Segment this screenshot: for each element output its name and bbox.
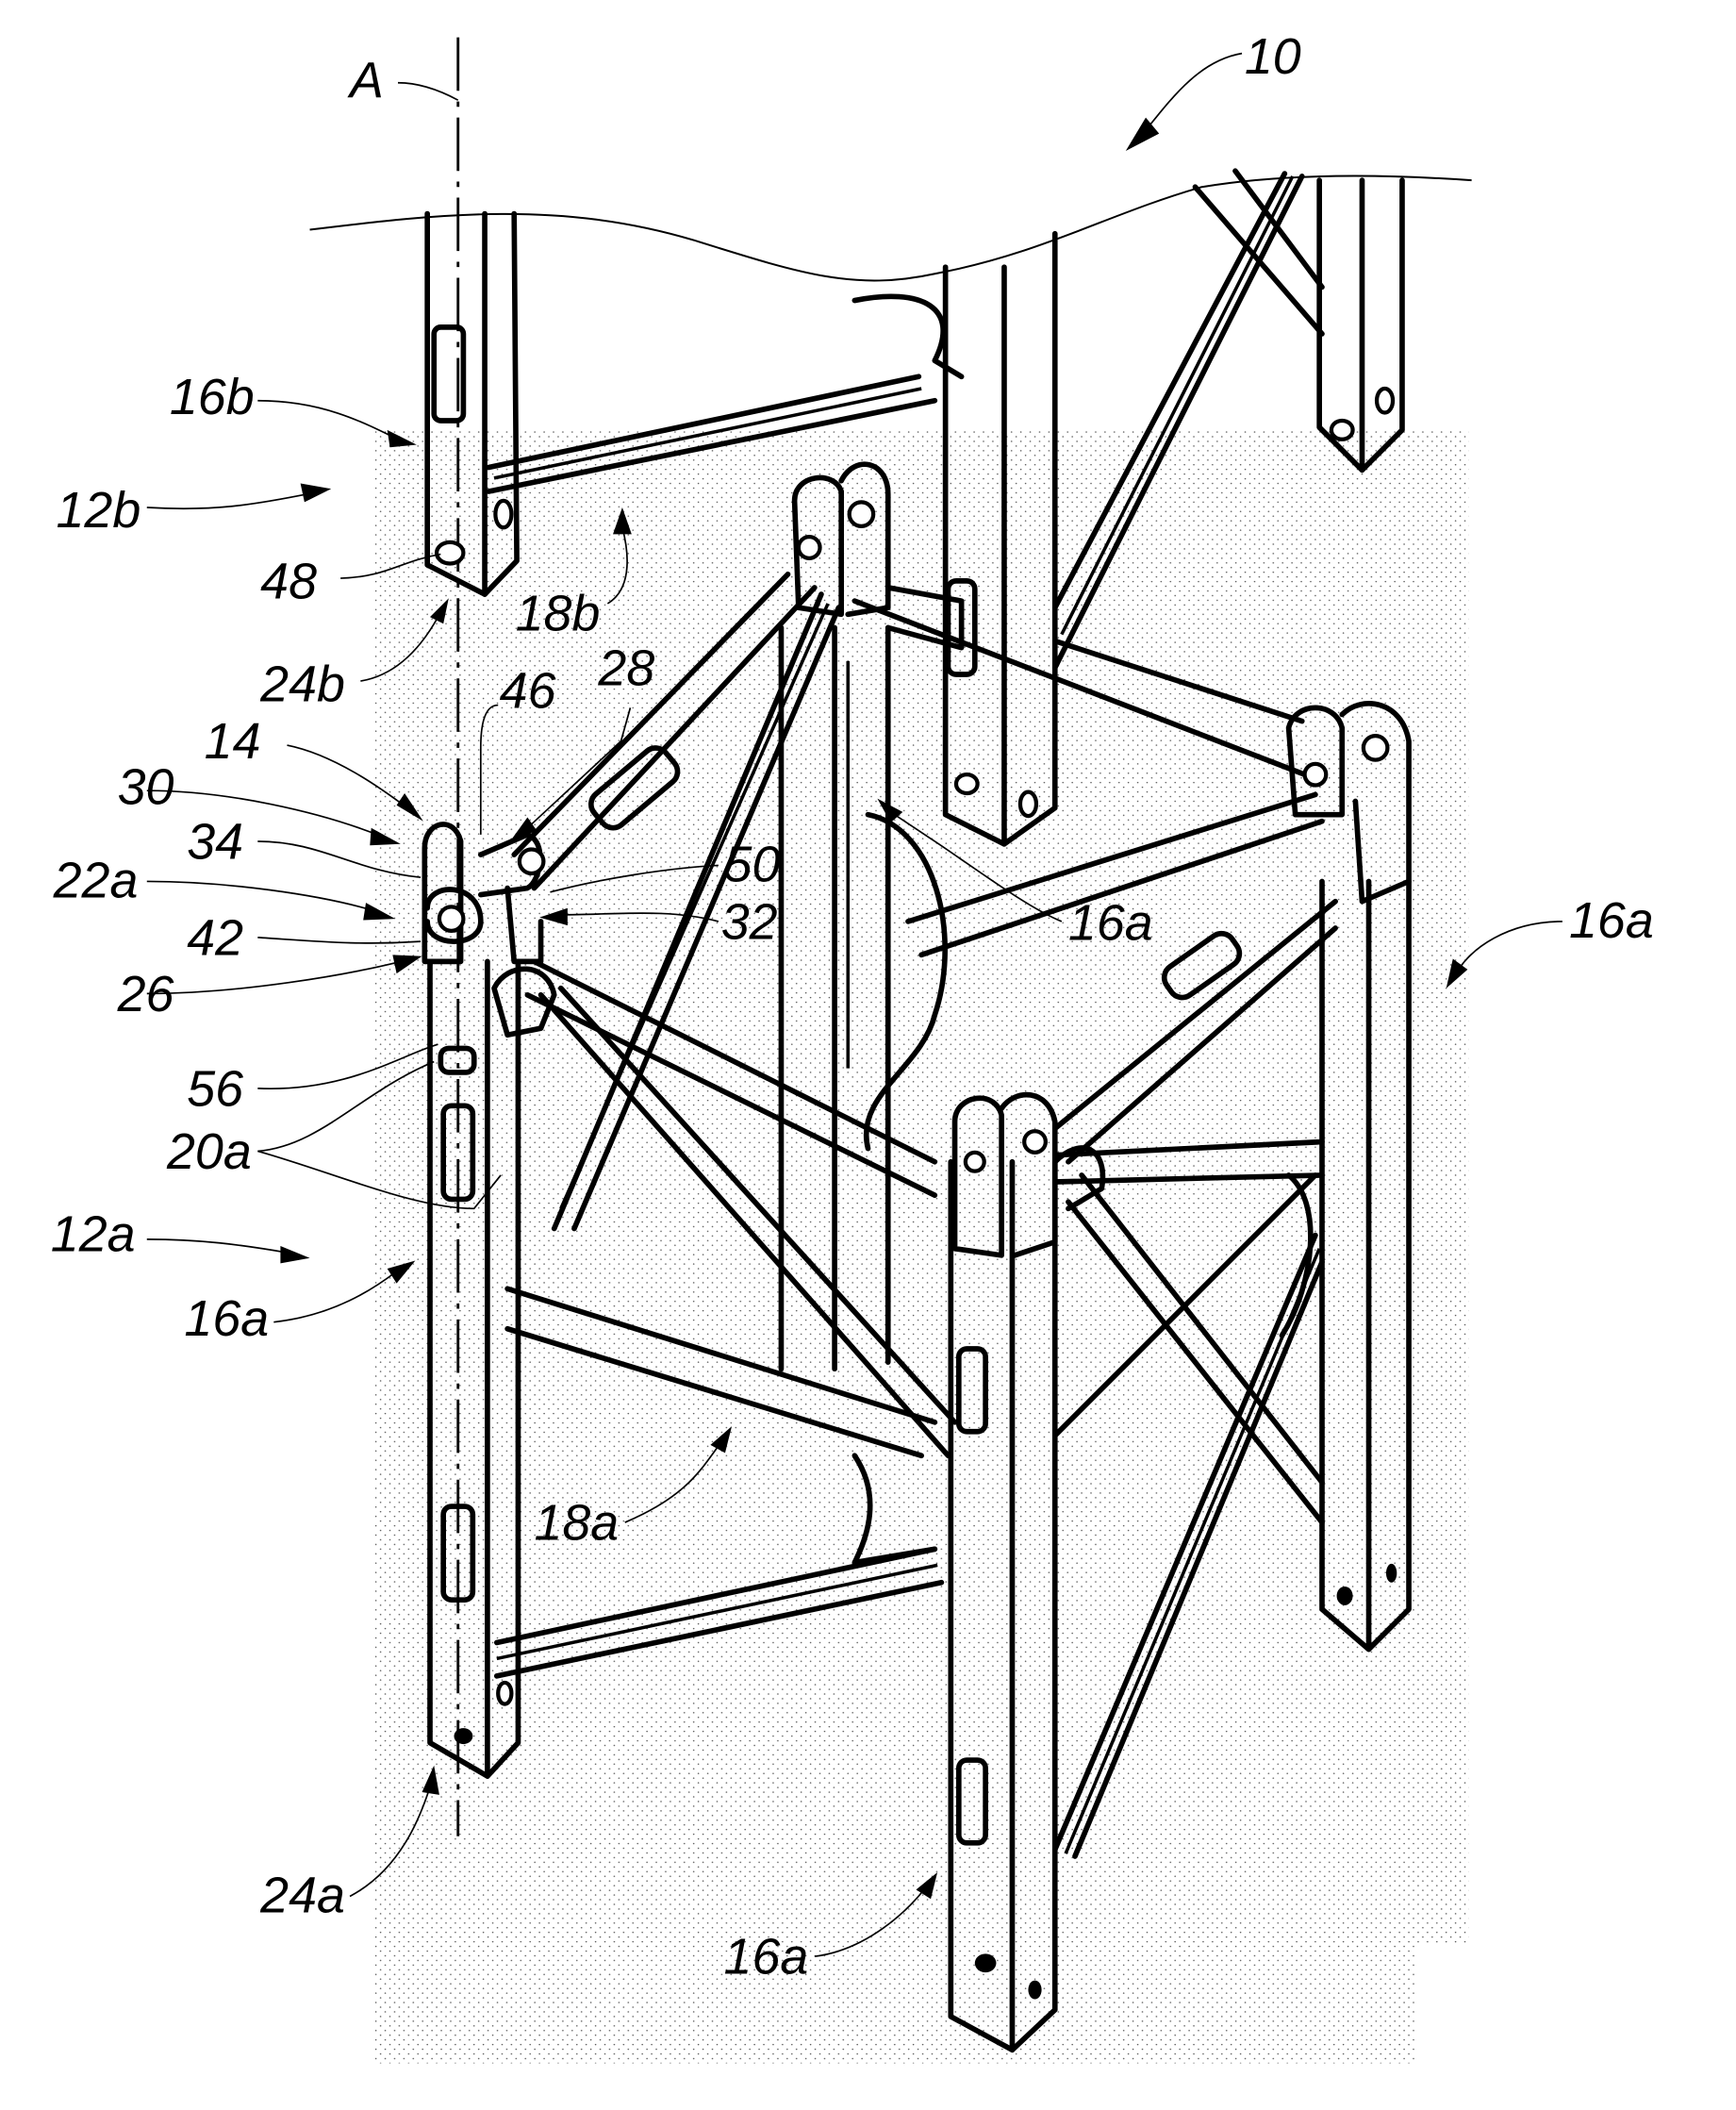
label-22a: 22a: [53, 852, 139, 908]
label-18b: 18b: [516, 585, 601, 641]
label-16a-right: 16a: [1569, 892, 1654, 949]
label-16b: 16b: [170, 369, 255, 425]
label-axis-A: A: [347, 52, 384, 108]
label-16a-left: 16a: [184, 1290, 269, 1347]
label-32: 32: [721, 893, 778, 950]
break-line: [309, 174, 1472, 282]
label-12b: 12b: [56, 482, 141, 539]
label-30: 30: [118, 758, 174, 815]
label-14: 14: [205, 713, 261, 770]
label-28: 28: [597, 640, 654, 696]
label-20a: 20a: [166, 1123, 252, 1180]
label-34: 34: [187, 813, 243, 870]
label-50: 50: [724, 836, 781, 892]
leaders: [146, 52, 1562, 1958]
label-24b: 24b: [259, 656, 345, 712]
label-24a: 24a: [259, 1867, 345, 1923]
label-12a: 12a: [51, 1206, 136, 1263]
label-16a-center: 16a: [1068, 895, 1153, 952]
label-42: 42: [187, 909, 243, 966]
label-18a: 18a: [534, 1494, 619, 1551]
upper-section-12b: [424, 168, 1405, 847]
stipple-background: [373, 429, 1469, 2064]
label-56: 56: [187, 1060, 243, 1117]
label-48: 48: [260, 553, 317, 609]
label-26: 26: [117, 966, 174, 1022]
connector-heads: [422, 461, 1412, 1258]
reference-labels: A 10 16b 12b 48 18b 24b 46 28 14 30 34 2…: [51, 28, 1654, 1985]
lower-section-12a: [427, 571, 1412, 2053]
label-46: 46: [500, 662, 556, 719]
label-16a-bottom: 16a: [724, 1929, 809, 1985]
label-10: 10: [1245, 28, 1301, 85]
